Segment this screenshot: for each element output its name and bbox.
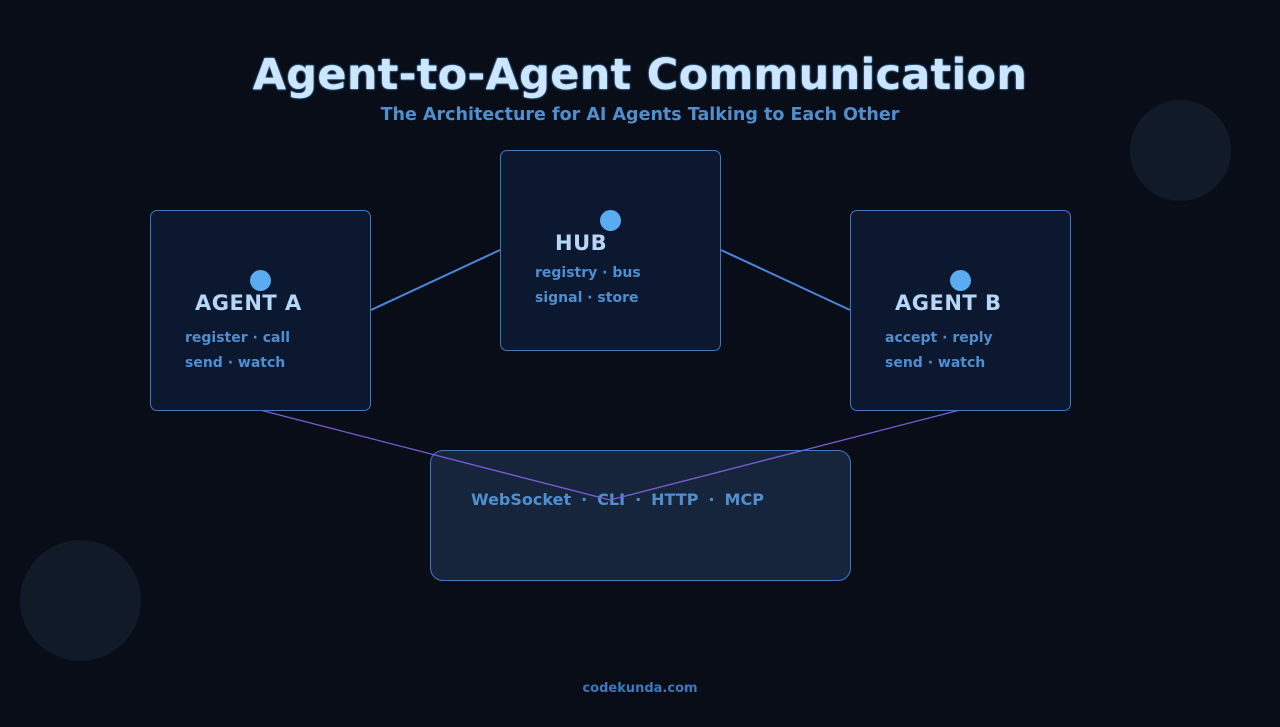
transport-separator: · [708,490,715,509]
link-hub-agent-b [720,249,851,311]
transport-separator: · [581,490,588,509]
hub-capabilities-2: signal · store [535,290,639,306]
link-agent-a-hub [370,249,501,311]
agent-a-capabilities-2: send · watch [185,355,286,371]
decorative-circle-bottom-left [20,540,141,661]
link-agent-b-transport [609,409,961,501]
hub-capabilities-1: registry · bus [535,265,641,281]
hub-title: HUB [555,231,608,255]
agent-b-capabilities-1: accept · reply [885,330,993,346]
link-agent-a-transport [259,409,611,501]
agent-b-capabilities-2: send · watch [885,355,986,371]
transport-http: HTTP [651,490,699,509]
agent-b-status-dot [950,270,971,291]
hub-status-dot [600,210,621,231]
agent-a-status-dot [250,270,271,291]
page-title: Agent-to-Agent Communication [252,50,1028,100]
transport-websocket: WebSocket [471,490,572,509]
transport-protocols: WebSocket·CLI·HTTP·MCP [471,490,764,509]
decorative-circle-top-right [1130,100,1231,201]
page-subtitle: The Architecture for AI Agents Talking t… [380,105,900,125]
transport-box: WebSocket·CLI·HTTP·MCP [430,450,851,581]
transport-separator: · [635,490,642,509]
agent-b-title: AGENT B [895,291,1002,315]
transport-mcp: MCP [724,490,764,509]
agent-a-node: AGENT A register · call send · watch [150,210,371,411]
agent-a-title: AGENT A [195,291,302,315]
footer-credit: codekunda.com [582,681,698,696]
agent-a-capabilities-1: register · call [185,330,291,346]
agent-b-node: AGENT B accept · reply send · watch [850,210,1071,411]
hub-node: HUB registry · bus signal · store [500,150,721,351]
